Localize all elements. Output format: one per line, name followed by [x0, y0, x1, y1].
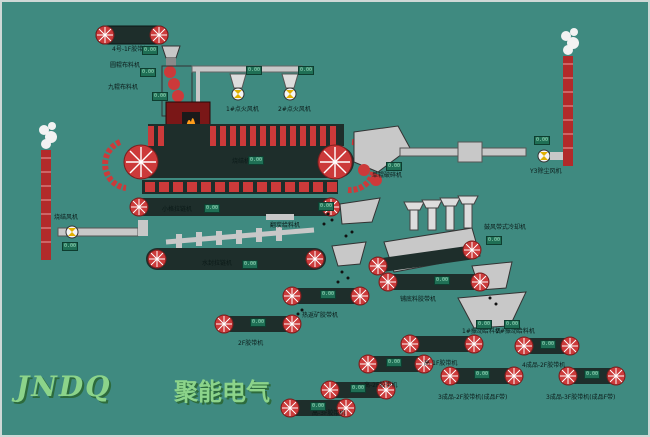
- cooler[interactable]: [368, 195, 482, 276]
- label-belt4: 4号-1F胶带机: [112, 46, 150, 53]
- value-dust-fan: 0.00: [534, 136, 550, 145]
- ore-falls: [296, 212, 498, 316]
- label-cooler: 鼓风带式冷却机: [484, 224, 527, 231]
- label-fin3-right: 3成品-3F胶带机(成品F带): [546, 394, 616, 401]
- value-cooler: 0.00: [486, 236, 502, 245]
- label-tail-crusher: 单辊破碎机: [372, 172, 403, 179]
- tail-crusher[interactable]: [353, 125, 568, 186]
- label-main-fan: 烧结风机: [54, 214, 79, 221]
- value-hot-return: 0.00: [320, 290, 336, 299]
- water-seal-scraper[interactable]: [146, 227, 326, 270]
- value-ignition-2: 0.00: [298, 66, 314, 75]
- discharge-hoppers: [457, 261, 527, 329]
- label-vib2: 2#振动给料机: [496, 328, 535, 335]
- label-fin4: 4成品-2F胶带机: [522, 362, 566, 369]
- label-ignition-fan-2: 2#点火风机: [278, 106, 311, 113]
- bottom-feed-gate: [266, 214, 294, 220]
- value-vib1: 0.00: [476, 320, 492, 329]
- logo-chinese: 聚能电气: [174, 378, 270, 406]
- label-gaoy2: 高-2F胶带机: [364, 382, 398, 389]
- value-scraper-feeder: 0.00: [318, 202, 334, 211]
- value-fin3-left: 0.00: [474, 370, 490, 379]
- value-gaoy3: 0.00: [310, 402, 326, 411]
- label-fin3-left: 3成品-2F胶带机(成品F带): [438, 394, 508, 401]
- label-nine-roll: 九辊布料机: [108, 84, 139, 91]
- label-water-scraper: 水封拉链机: [202, 260, 233, 267]
- value-tail: 0.00: [386, 162, 402, 171]
- label-sinter: 烧结机: [232, 158, 251, 165]
- label-gaoy1: 高-1F胶带机: [424, 360, 458, 367]
- chimney-left: [38, 121, 58, 261]
- hopper-top: [161, 45, 181, 66]
- label-dust-fan: Y3除尘风机: [530, 168, 562, 175]
- value-2f: 0.00: [250, 318, 266, 327]
- value-fin3-right: 0.00: [584, 370, 600, 379]
- logo-latin: JNDQ: [16, 370, 112, 403]
- chimney-right: [560, 27, 580, 167]
- small-scraper-conveyor[interactable]: [129, 197, 341, 217]
- label-ignition-fan-1: 1#点火风机: [226, 106, 259, 113]
- wind-boxes: [142, 180, 338, 194]
- belt-vib[interactable]: [400, 334, 484, 354]
- hot-screen[interactable]: [331, 197, 381, 267]
- label-small-scraper: 小格拉链机: [162, 206, 193, 213]
- value-vib2: 0.00: [504, 320, 520, 329]
- label-feeder-belt: 铺底料胶带机: [400, 296, 437, 303]
- value-nine-roll: 0.00: [152, 92, 168, 101]
- value-ignition-1: 0.00: [246, 66, 262, 75]
- label-gaoy3: 高-3F胶带机: [312, 410, 346, 417]
- label-hot-return: 热返矿胶带机: [302, 312, 339, 319]
- value-fin4: 0.00: [540, 340, 556, 349]
- label-2f: 2F胶带机: [238, 340, 264, 347]
- main-fan-duct: [57, 220, 148, 239]
- value-gaoy1: 0.00: [386, 358, 402, 367]
- value-small-scraper: 0.00: [204, 204, 220, 213]
- label-vib1: 1#振动给料机: [462, 328, 501, 335]
- value-feeder-belt: 0.00: [434, 276, 450, 285]
- label-round-feeder: 圆辊布料机: [110, 62, 141, 69]
- label-scraper-feeder: 翻炭给料机: [270, 222, 301, 229]
- value-belt4: 0.00: [142, 46, 158, 55]
- value-gaoy2: 0.00: [350, 384, 366, 393]
- value-main-fan: 0.00: [62, 242, 78, 251]
- value-sinter: 0.00: [248, 156, 264, 165]
- value-water-scraper: 0.00: [242, 260, 258, 269]
- value-round-feeder: 0.00: [140, 68, 156, 77]
- belt-4-1f[interactable]: [95, 25, 169, 45]
